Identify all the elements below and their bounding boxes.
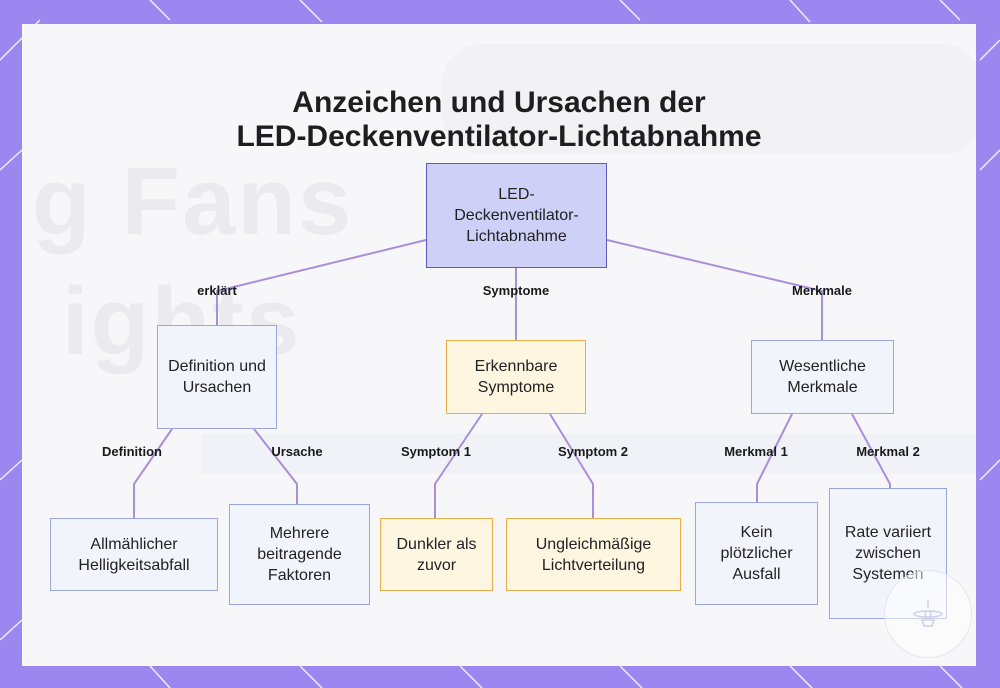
title-line-1: Anzeichen und Ursachen der [292, 86, 706, 119]
node-multiple-factors: Mehrere beitragende Faktoren [229, 504, 370, 605]
background-text: g Fans [32, 148, 354, 255]
edge-label-cause: Ursache [271, 444, 323, 459]
connector-lines [133, 239, 891, 518]
edge-label-symptom-2: Symptom 2 [557, 444, 629, 459]
node-no-sudden-failure: Kein plötzlicher Ausfall [695, 502, 818, 605]
diagram-card: g Fans ights Anzeichen und Ursachen der … [22, 24, 976, 666]
edge-symptoms-uneven [549, 413, 594, 518]
background-blob [442, 44, 976, 154]
page-title: Anzeichen und Ursachen der LED-Deckenven… [22, 86, 976, 154]
edge-definition-factors [253, 428, 298, 504]
node-gradual-decline: Allmählicher Helligkeitsabfall [50, 518, 218, 591]
edge-definition-gradual [133, 428, 173, 518]
edge-features-nosudden [756, 413, 793, 502]
node-recognizable-symptoms: Erkennbare Symptome [446, 340, 586, 414]
node-essential-features: Wesentliche Merkmale [751, 340, 894, 414]
edge-label-feature-1: Merkmal 1 [724, 444, 788, 459]
node-uneven: Ungleichmäßige Lichtverteilung [506, 518, 681, 591]
edge-features-rate [851, 413, 891, 488]
edge-label-symptom-1: Symptom 1 [400, 444, 472, 459]
edge-label-feature-2: Merkmal 2 [856, 444, 920, 459]
background-band [202, 434, 976, 474]
node-darker: Dunkler als zuvor [380, 518, 493, 591]
title-line-2: LED-Deckenventilator-Lichtabnahme [236, 120, 762, 153]
edge-symptoms-darker [434, 413, 483, 518]
edge-root-features [606, 239, 823, 340]
node-definition-causes: Definition und Ursachen [157, 325, 277, 429]
edge-label-definition: Definition [102, 444, 162, 459]
ceiling-fan-logo-icon [884, 570, 972, 658]
edge-label-symptoms: Symptome [482, 283, 550, 298]
edge-label-features: Merkmale [792, 283, 852, 298]
edge-label-explains: erklärt [197, 283, 237, 298]
root-node: LED-Deckenventilator-Lichtabnahme [426, 163, 607, 268]
edge-root-definition [216, 239, 427, 325]
